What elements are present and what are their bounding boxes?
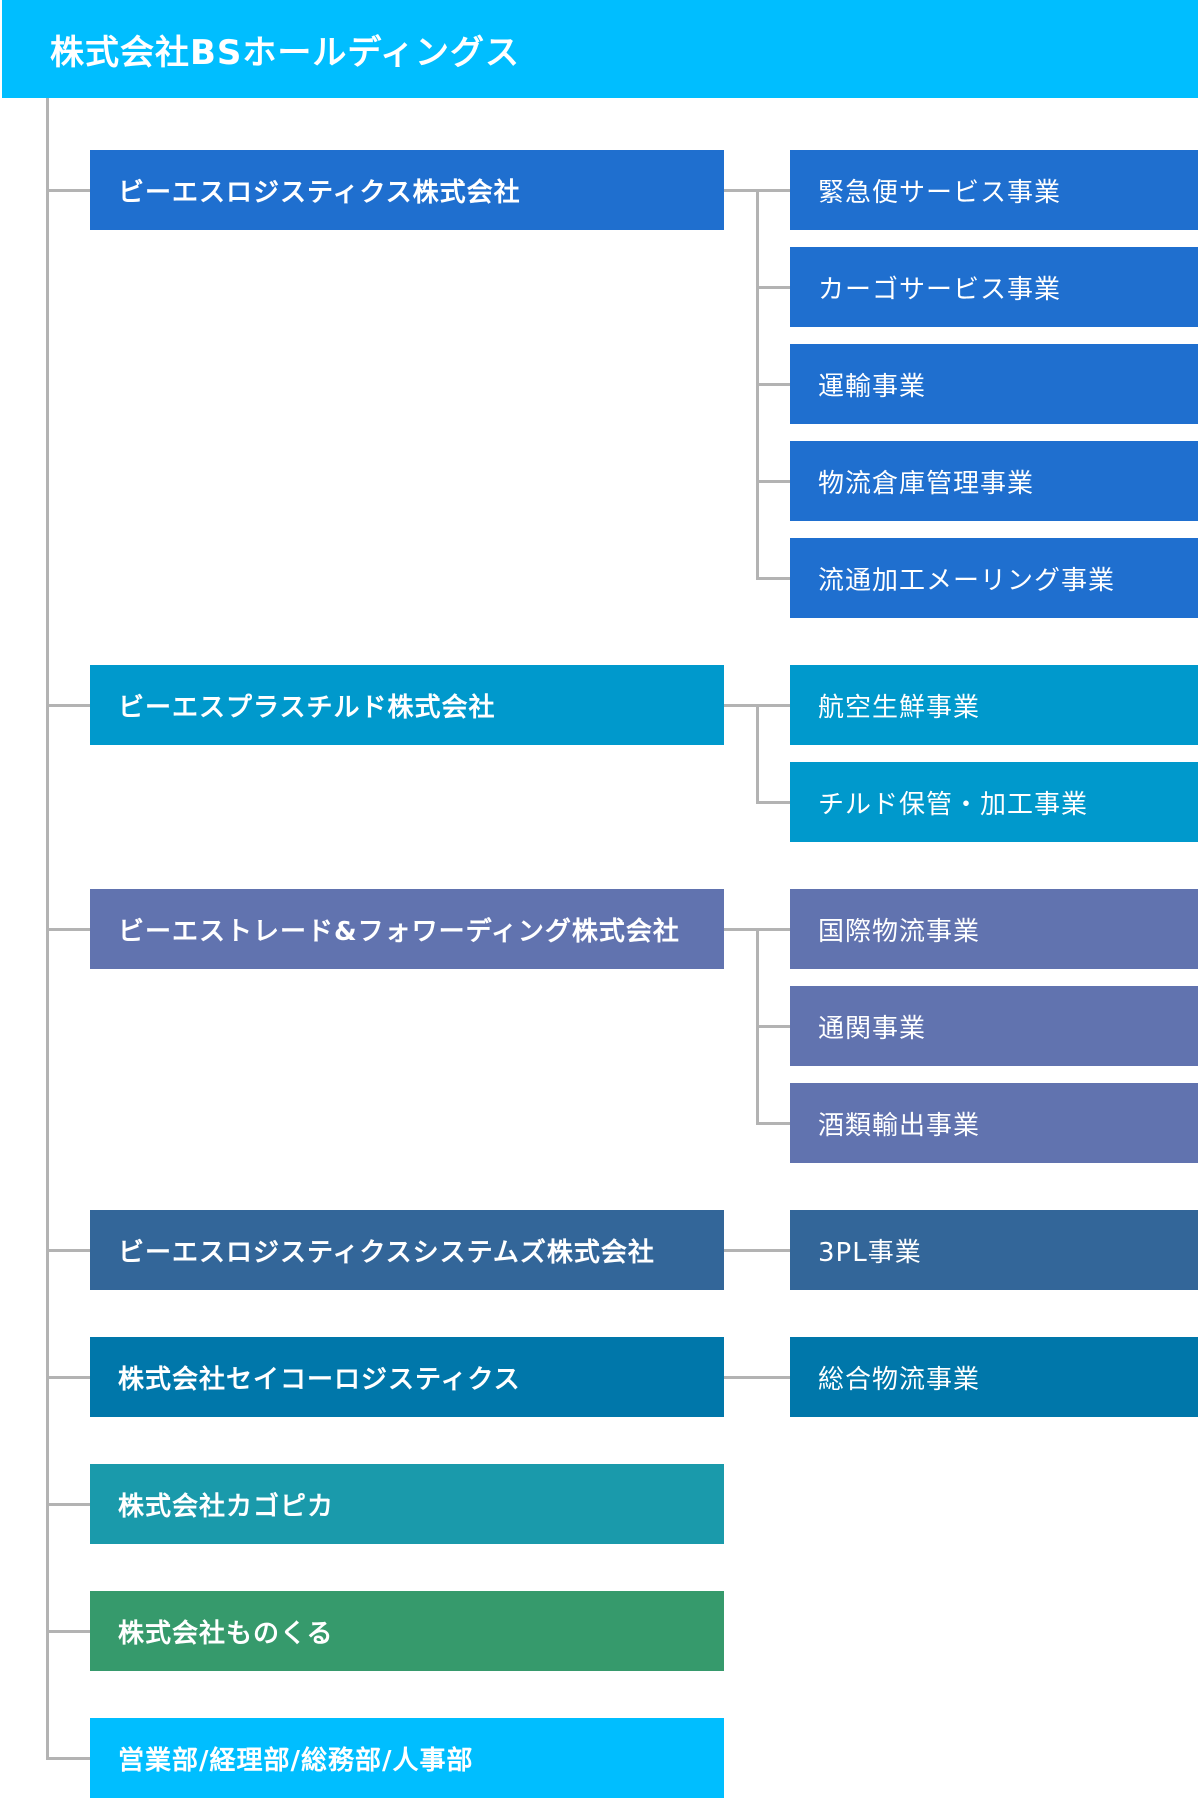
branch-connector xyxy=(757,189,790,192)
business-box: 通関事業 xyxy=(790,986,1198,1066)
branch-connector xyxy=(757,383,790,386)
business-label: 総合物流事業 xyxy=(818,1364,981,1395)
company-label: ビーエスロジスティクス株式会社 xyxy=(118,177,521,208)
branch-vertical-line xyxy=(756,928,759,1125)
business-label: 物流倉庫管理事業 xyxy=(818,468,1035,499)
company-box: ビーエスロジスティクス株式会社 xyxy=(90,150,724,230)
branch-connector xyxy=(757,801,790,804)
root-company-box: 株式会社BSホールディングス xyxy=(2,0,1198,98)
company-box: 株式会社セイコーロジスティクス xyxy=(90,1337,724,1417)
trunk-connector xyxy=(47,1630,90,1633)
company-box: ビーエストレード&フォワーディング株式会社 xyxy=(90,889,724,969)
branch-connector xyxy=(757,286,790,289)
business-box: 国際物流事業 xyxy=(790,889,1198,969)
business-label: 運輸事業 xyxy=(818,371,927,402)
branch-vertical-line xyxy=(756,704,759,804)
company-box: 営業部/経理部/総務部/人事部 xyxy=(90,1718,724,1798)
business-box: 物流倉庫管理事業 xyxy=(790,441,1198,521)
trunk-vertical-line xyxy=(46,98,49,1760)
company-label: ビーエストレード&フォワーディング株式会社 xyxy=(118,916,680,947)
business-box: 総合物流事業 xyxy=(790,1337,1198,1417)
business-label: 国際物流事業 xyxy=(818,916,981,947)
company-branch-connector xyxy=(724,1376,757,1379)
company-branch-connector xyxy=(724,704,757,707)
company-label: 株式会社カゴピカ xyxy=(118,1491,335,1522)
business-label: カーゴサービス事業 xyxy=(818,274,1062,305)
company-label: 株式会社セイコーロジスティクス xyxy=(118,1364,521,1395)
company-box: 株式会社カゴピカ xyxy=(90,1464,724,1544)
company-box: ビーエスロジスティクスシステムズ株式会社 xyxy=(90,1210,724,1290)
business-box: 航空生鮮事業 xyxy=(790,665,1198,745)
trunk-connector xyxy=(47,1249,90,1252)
trunk-connector xyxy=(47,1376,90,1379)
business-label: チルド保管・加工事業 xyxy=(818,789,1089,820)
company-label: 営業部/経理部/総務部/人事部 xyxy=(118,1745,474,1776)
business-label: 緊急便サービス事業 xyxy=(818,177,1062,208)
business-box: カーゴサービス事業 xyxy=(790,247,1198,327)
company-box: ビーエスプラスチルド株式会社 xyxy=(90,665,724,745)
branch-connector xyxy=(757,1122,790,1125)
company-branch-connector xyxy=(724,1249,757,1252)
company-label: ビーエスロジスティクスシステムズ株式会社 xyxy=(118,1237,655,1268)
business-label: 流通加工メーリング事業 xyxy=(818,565,1116,596)
branch-vertical-line xyxy=(756,189,759,580)
branch-connector xyxy=(757,928,790,931)
business-box: 流通加工メーリング事業 xyxy=(790,538,1198,618)
trunk-connector xyxy=(47,704,90,707)
company-label: 株式会社ものくる xyxy=(118,1618,334,1649)
branch-connector xyxy=(757,577,790,580)
business-box: 酒類輸出事業 xyxy=(790,1083,1198,1163)
branch-connector xyxy=(757,1376,790,1379)
trunk-connector xyxy=(47,189,90,192)
company-box: 株式会社ものくる xyxy=(90,1591,724,1671)
company-branch-connector xyxy=(724,928,757,931)
trunk-connector xyxy=(47,1503,90,1506)
business-label: 通関事業 xyxy=(818,1013,927,1044)
trunk-connector xyxy=(47,1757,90,1760)
business-box: 緊急便サービス事業 xyxy=(790,150,1198,230)
branch-connector xyxy=(757,480,790,483)
branch-connector xyxy=(757,1249,790,1252)
root-company-label: 株式会社BSホールディングス xyxy=(50,32,521,73)
business-label: 3PL事業 xyxy=(818,1237,922,1268)
branch-connector xyxy=(757,704,790,707)
company-branch-connector xyxy=(724,189,757,192)
business-box: 運輸事業 xyxy=(790,344,1198,424)
branch-connector xyxy=(757,1025,790,1028)
business-box: 3PL事業 xyxy=(790,1210,1198,1290)
business-box: チルド保管・加工事業 xyxy=(790,762,1198,842)
business-label: 航空生鮮事業 xyxy=(818,692,981,723)
company-label: ビーエスプラスチルド株式会社 xyxy=(118,692,496,723)
trunk-connector xyxy=(47,928,90,931)
business-label: 酒類輸出事業 xyxy=(818,1110,981,1141)
